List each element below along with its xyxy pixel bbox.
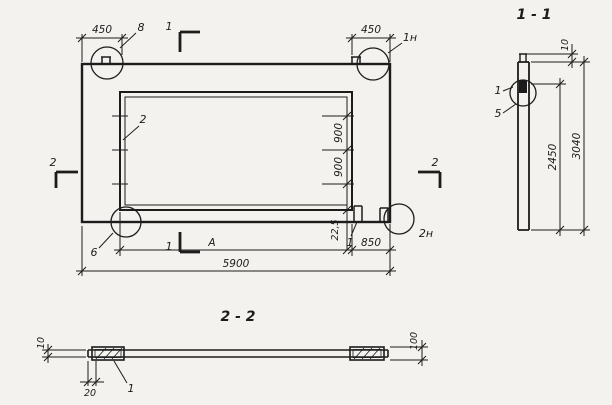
section-1-1-callouts: 1 5 <box>495 84 517 120</box>
dimension-5900: 5900 <box>76 226 396 276</box>
detail-circle-1n: 1н <box>356 31 417 81</box>
dim-100-label: 100 <box>409 332 420 350</box>
dim-2450: 2450 <box>547 143 559 170</box>
section-1-1-dimensions: 3040 2450 10 <box>527 39 590 236</box>
section-2-2-dim-20: 20 <box>80 361 104 399</box>
dimension-A-850: А 850 <box>114 212 396 276</box>
section-2-2-dim-100: 100 <box>390 332 428 366</box>
detail-circle-6: 6 <box>91 206 142 259</box>
dim-900-lower: 900 <box>333 157 345 177</box>
section-2-2-view: 2 - 2 10 20 1 100 <box>36 309 428 399</box>
anchor-loop-inner <box>353 205 363 222</box>
dim-5900-label: 5900 <box>223 258 250 270</box>
dim-22-5: 22,5 <box>330 219 341 240</box>
section-mark-1-top: 1 <box>166 20 200 52</box>
section-2-2-title: 2 - 2 <box>220 309 255 325</box>
dim-3040: 3040 <box>571 132 583 159</box>
section-2-2-callout-1: 1 <box>113 360 135 395</box>
section-1-top-label: 1 <box>166 20 173 33</box>
section-mark-2-right: 2 <box>418 156 442 188</box>
dim-900-upper: 900 <box>333 123 345 143</box>
dim-450-left-label: 450 <box>92 24 112 36</box>
dim-450-right-label: 450 <box>361 24 381 36</box>
section-mark-2-left: 2 <box>50 156 78 188</box>
anchor-loop-edge <box>379 207 389 222</box>
section-1-1-body <box>509 53 537 231</box>
dim-10-section22: 10 <box>36 337 47 349</box>
detail-6-label: 6 <box>91 246 98 259</box>
detail-8-label: 8 <box>138 21 145 34</box>
dim-850-label: 850 <box>361 237 381 249</box>
lifting-loop-top-right <box>351 56 361 64</box>
callout-1-plan-label: 1 <box>347 236 354 249</box>
detail-1n-label: 1н <box>403 31 417 44</box>
dimension-450-right: 450 <box>346 24 396 62</box>
dim-20-label: 20 <box>84 388 96 399</box>
section-1-bottom-label: 1 <box>166 240 173 253</box>
callout-1-section22: 1 <box>128 382 135 395</box>
section-1-1-view: 1 - 1 1 5 3040 2450 10 <box>495 7 590 236</box>
callout-2-label: 2 <box>140 113 147 126</box>
detail-2n-label: 2н <box>419 227 433 240</box>
callout-5-section11: 5 <box>495 107 502 120</box>
plan-view: 900 900 22,5 450 450 8 1н <box>50 20 442 276</box>
detail-circle-8: 8 <box>90 21 145 80</box>
detail-circle-2n: 2н <box>383 203 433 240</box>
dim-A-label: А <box>207 237 215 249</box>
connection-marks <box>112 115 354 185</box>
section-mark-1-bottom: 1 <box>166 232 200 254</box>
section-2-2-body <box>87 346 389 361</box>
lifting-loop-top-left <box>101 56 111 64</box>
dim-10-section11: 10 <box>560 39 571 51</box>
callout-1-section11: 1 <box>495 84 502 97</box>
section-2-2-dim-10: 10 <box>36 337 86 363</box>
dimension-450-left: 450 <box>76 24 128 62</box>
callout-2: 2 <box>122 113 147 141</box>
section-1-1-title: 1 - 1 <box>516 7 551 23</box>
dimension-chain-vertical: 900 900 22,5 <box>330 108 352 255</box>
section-2-left-label: 2 <box>50 156 57 169</box>
section-2-right-label: 2 <box>432 156 439 169</box>
